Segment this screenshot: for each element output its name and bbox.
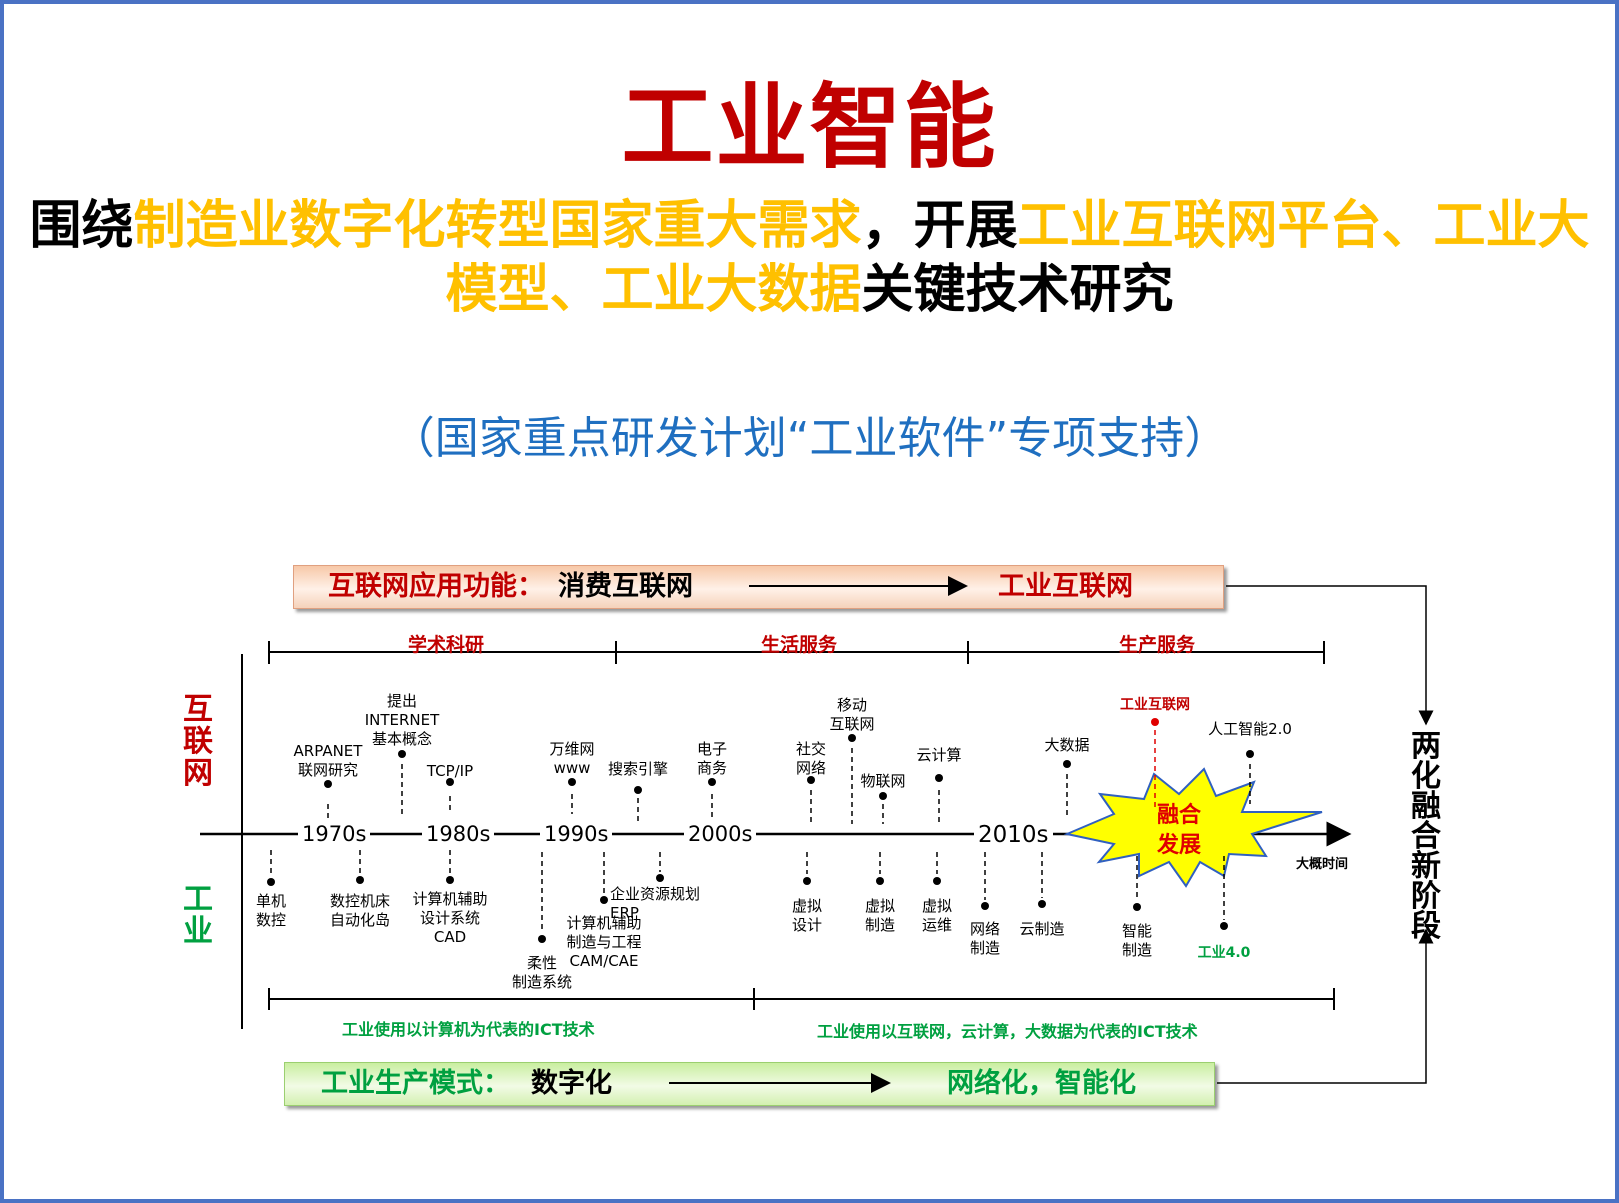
internet-item-12: 人工智能2.0 (1208, 720, 1292, 738)
internet-item-0-dot (324, 780, 332, 788)
top-banner-from: 消费互联网 (558, 571, 693, 602)
era-label-research: 学术科研 (408, 634, 485, 656)
internet-item-10: 大数据 (1044, 736, 1090, 754)
internet-item-1-dot (398, 750, 406, 758)
industry-item-1-dot (356, 876, 364, 884)
top-banner-to: 工业互联网 (998, 571, 1133, 602)
industry-item-12-dot (1220, 922, 1228, 930)
internet-item-6-dot (807, 776, 815, 784)
decade-2010s: 2010s (974, 822, 1053, 848)
era-label-production: 生产服务 (1119, 634, 1196, 656)
ict-label-computer: 工业使用以计算机为代表的ICT技术 (342, 1020, 595, 1039)
industry-item-8: 虚拟运维 (921, 897, 952, 934)
internet-item-9-dot (935, 774, 943, 782)
side-label-industry: 工业 (183, 882, 213, 949)
page-title: 工业智能 (621, 74, 998, 181)
industry-item-8-dot (933, 877, 941, 885)
industry-item-6: 虚拟设计 (791, 897, 822, 934)
headline-part-4: 工业互联网平台、工业大模型、工业大数据 (445, 196, 1590, 320)
top-banner-label: 互联网应用功能： (328, 571, 544, 602)
industry-item-0-dot (267, 878, 275, 886)
axis-end-label: 大概时间 (1296, 857, 1349, 872)
connector-bottom (1217, 928, 1434, 1084)
industry-item-10: 云制造 (1019, 920, 1065, 938)
internet-item-6: 社交网络 (795, 740, 826, 777)
internet-item-5: 电子商务 (696, 740, 727, 777)
headline-part-3: ，开展 (861, 196, 1018, 256)
decade-1970s: 1970s (298, 821, 371, 847)
internet-item-10-dot (1063, 760, 1071, 768)
internet-item-8-dot (879, 792, 887, 800)
internet-item-12-dot (1246, 750, 1254, 758)
industry-item-9: 网络制造 (969, 920, 1000, 957)
subtitle: （国家重点研发计划“工业软件”专项支持） (390, 413, 1229, 464)
internet-item-3-dot (568, 778, 576, 786)
headline-part-5: 关键技术研究 (861, 260, 1174, 320)
internet-item-4-dot (634, 786, 642, 794)
industry-item-5-dot (656, 874, 664, 882)
headline-part-1: 围绕 (29, 196, 134, 256)
connector-top (1226, 585, 1434, 726)
internet-item-2: TCP/IP (426, 762, 474, 780)
industry-item-12: 工业4.0 (1197, 945, 1251, 961)
decade-2000s: 2000s (684, 821, 757, 847)
industry-item-2-dot (446, 876, 454, 884)
decade-1990s: 1990s (540, 821, 613, 847)
industry-item-6-dot (803, 877, 811, 885)
industry-item-11: 智能制造 (1121, 922, 1152, 959)
industry-item-7: 虚拟制造 (864, 897, 895, 934)
burst-shape (1063, 767, 1323, 888)
side-label-internet: 互联网 (183, 692, 213, 791)
industry-item-3-dot (538, 935, 546, 943)
internet-item-7-dot (848, 734, 856, 742)
top-banner: 互联网应用功能： 消费互联网 工业互联网 (293, 565, 1224, 609)
bottom-banner-label: 工业生产模式： (321, 1068, 510, 1099)
era-bracket (268, 641, 1325, 664)
bottom-banner-from: 数字化 (531, 1068, 612, 1099)
industry-item-11-dot (1133, 903, 1141, 911)
internet-item-2-dot (446, 778, 454, 786)
bottom-banner-to: 网络化，智能化 (947, 1068, 1136, 1099)
industry-item-10-dot (1038, 900, 1046, 908)
industry-item-7-dot (876, 877, 884, 885)
internet-item-5-dot (708, 778, 716, 786)
internet-item-9: 云计算 (916, 746, 962, 764)
burst-label-line1: 融合 (1157, 803, 1202, 828)
internet-item-11-dot (1151, 718, 1159, 726)
timeline-diagram (200, 576, 1434, 1093)
industry-item-1: 数控机床自动化岛 (329, 892, 390, 929)
internet-item-7: 移动互联网 (829, 696, 875, 733)
headline-part-2: 制造业数字化转型国家重大需求 (133, 196, 862, 256)
item-ticks (267, 718, 1254, 943)
industry-item-0: 单机数控 (255, 892, 286, 929)
industry-item-4-dot (600, 896, 608, 904)
ict-bracket (268, 988, 1335, 1010)
internet-item-11: 工业互联网 (1120, 697, 1190, 713)
era-label-life: 生活服务 (761, 634, 838, 656)
industry-item-9-dot (981, 902, 989, 910)
ict-label-internet: 工业使用以互联网，云计算，大数据为代表的ICT技术 (817, 1022, 1198, 1041)
internet-item-8: 物联网 (860, 772, 906, 790)
industry-item-3: 柔性制造系统 (511, 954, 572, 991)
internet-item-4: 搜索引擎 (607, 760, 668, 778)
side-label-right: 两化融合新阶段 (1411, 729, 1441, 944)
decade-1980s: 1980s (422, 821, 495, 847)
burst-label-line2: 发展 (1157, 833, 1202, 858)
headline: 围绕制造业数字化转型国家重大需求，开展工业互联网平台、工业大模型、工业大数据关键… (24, 194, 1595, 322)
